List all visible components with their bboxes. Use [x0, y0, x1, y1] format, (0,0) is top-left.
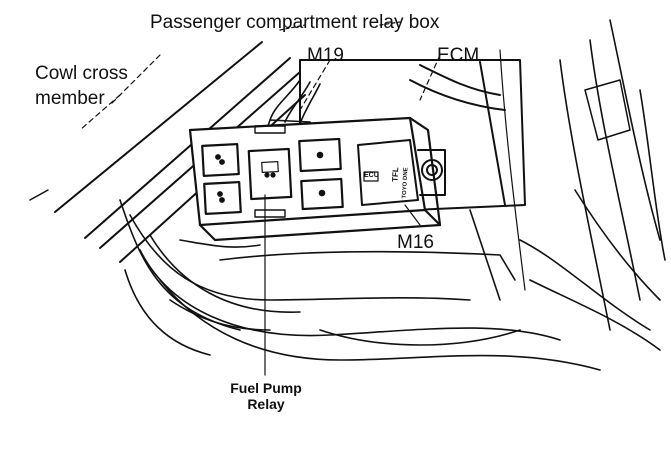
ecm-label: ECM: [437, 45, 480, 66]
fuel-pump-label: Fuel Pump: [230, 380, 302, 396]
leader-lines: [79, 21, 441, 376]
relay-box-label: Passenger compartment relay box: [150, 12, 440, 33]
cowl-member-label: member: [35, 88, 105, 109]
cowl-cross-label: Cowl cross: [35, 63, 128, 84]
tfl-relay: [357, 139, 446, 206]
m16-label: M16: [397, 232, 434, 253]
tfl-marking: TFL: [390, 166, 401, 183]
fuel-pump-relay-label: Relay: [247, 396, 285, 412]
right-side-harness: [499, 19, 666, 351]
ecm-tag-marking: ECU: [364, 172, 379, 179]
lower-harness: [119, 199, 601, 371]
m19-label: M19: [307, 45, 344, 66]
